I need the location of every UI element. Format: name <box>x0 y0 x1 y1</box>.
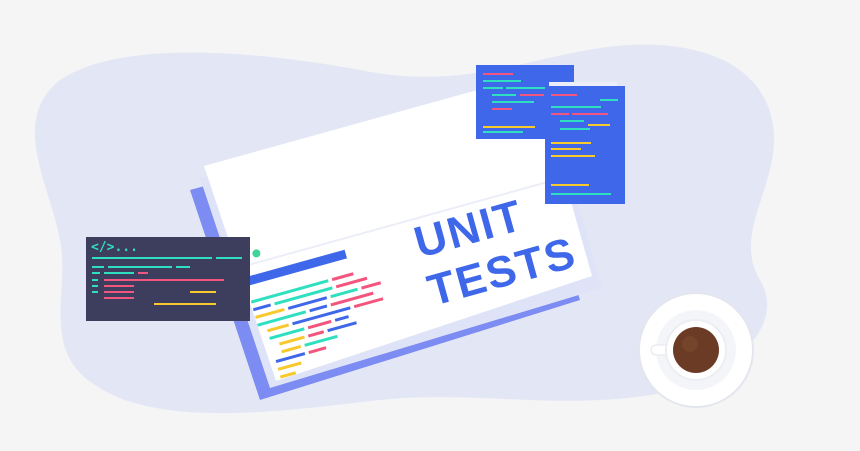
terminal-panel: </>... <box>86 237 250 321</box>
code-card-front <box>545 82 625 204</box>
coffee <box>673 327 719 373</box>
code-tag-icon: </>... <box>91 240 138 255</box>
browser-window: UNIT TESTS <box>190 74 602 400</box>
window-heading-bar <box>244 249 347 287</box>
browser-code-lines <box>250 272 384 379</box>
window-dot-green <box>252 249 261 258</box>
window-titlebar-line <box>227 174 571 272</box>
coffee-cup <box>638 292 754 408</box>
